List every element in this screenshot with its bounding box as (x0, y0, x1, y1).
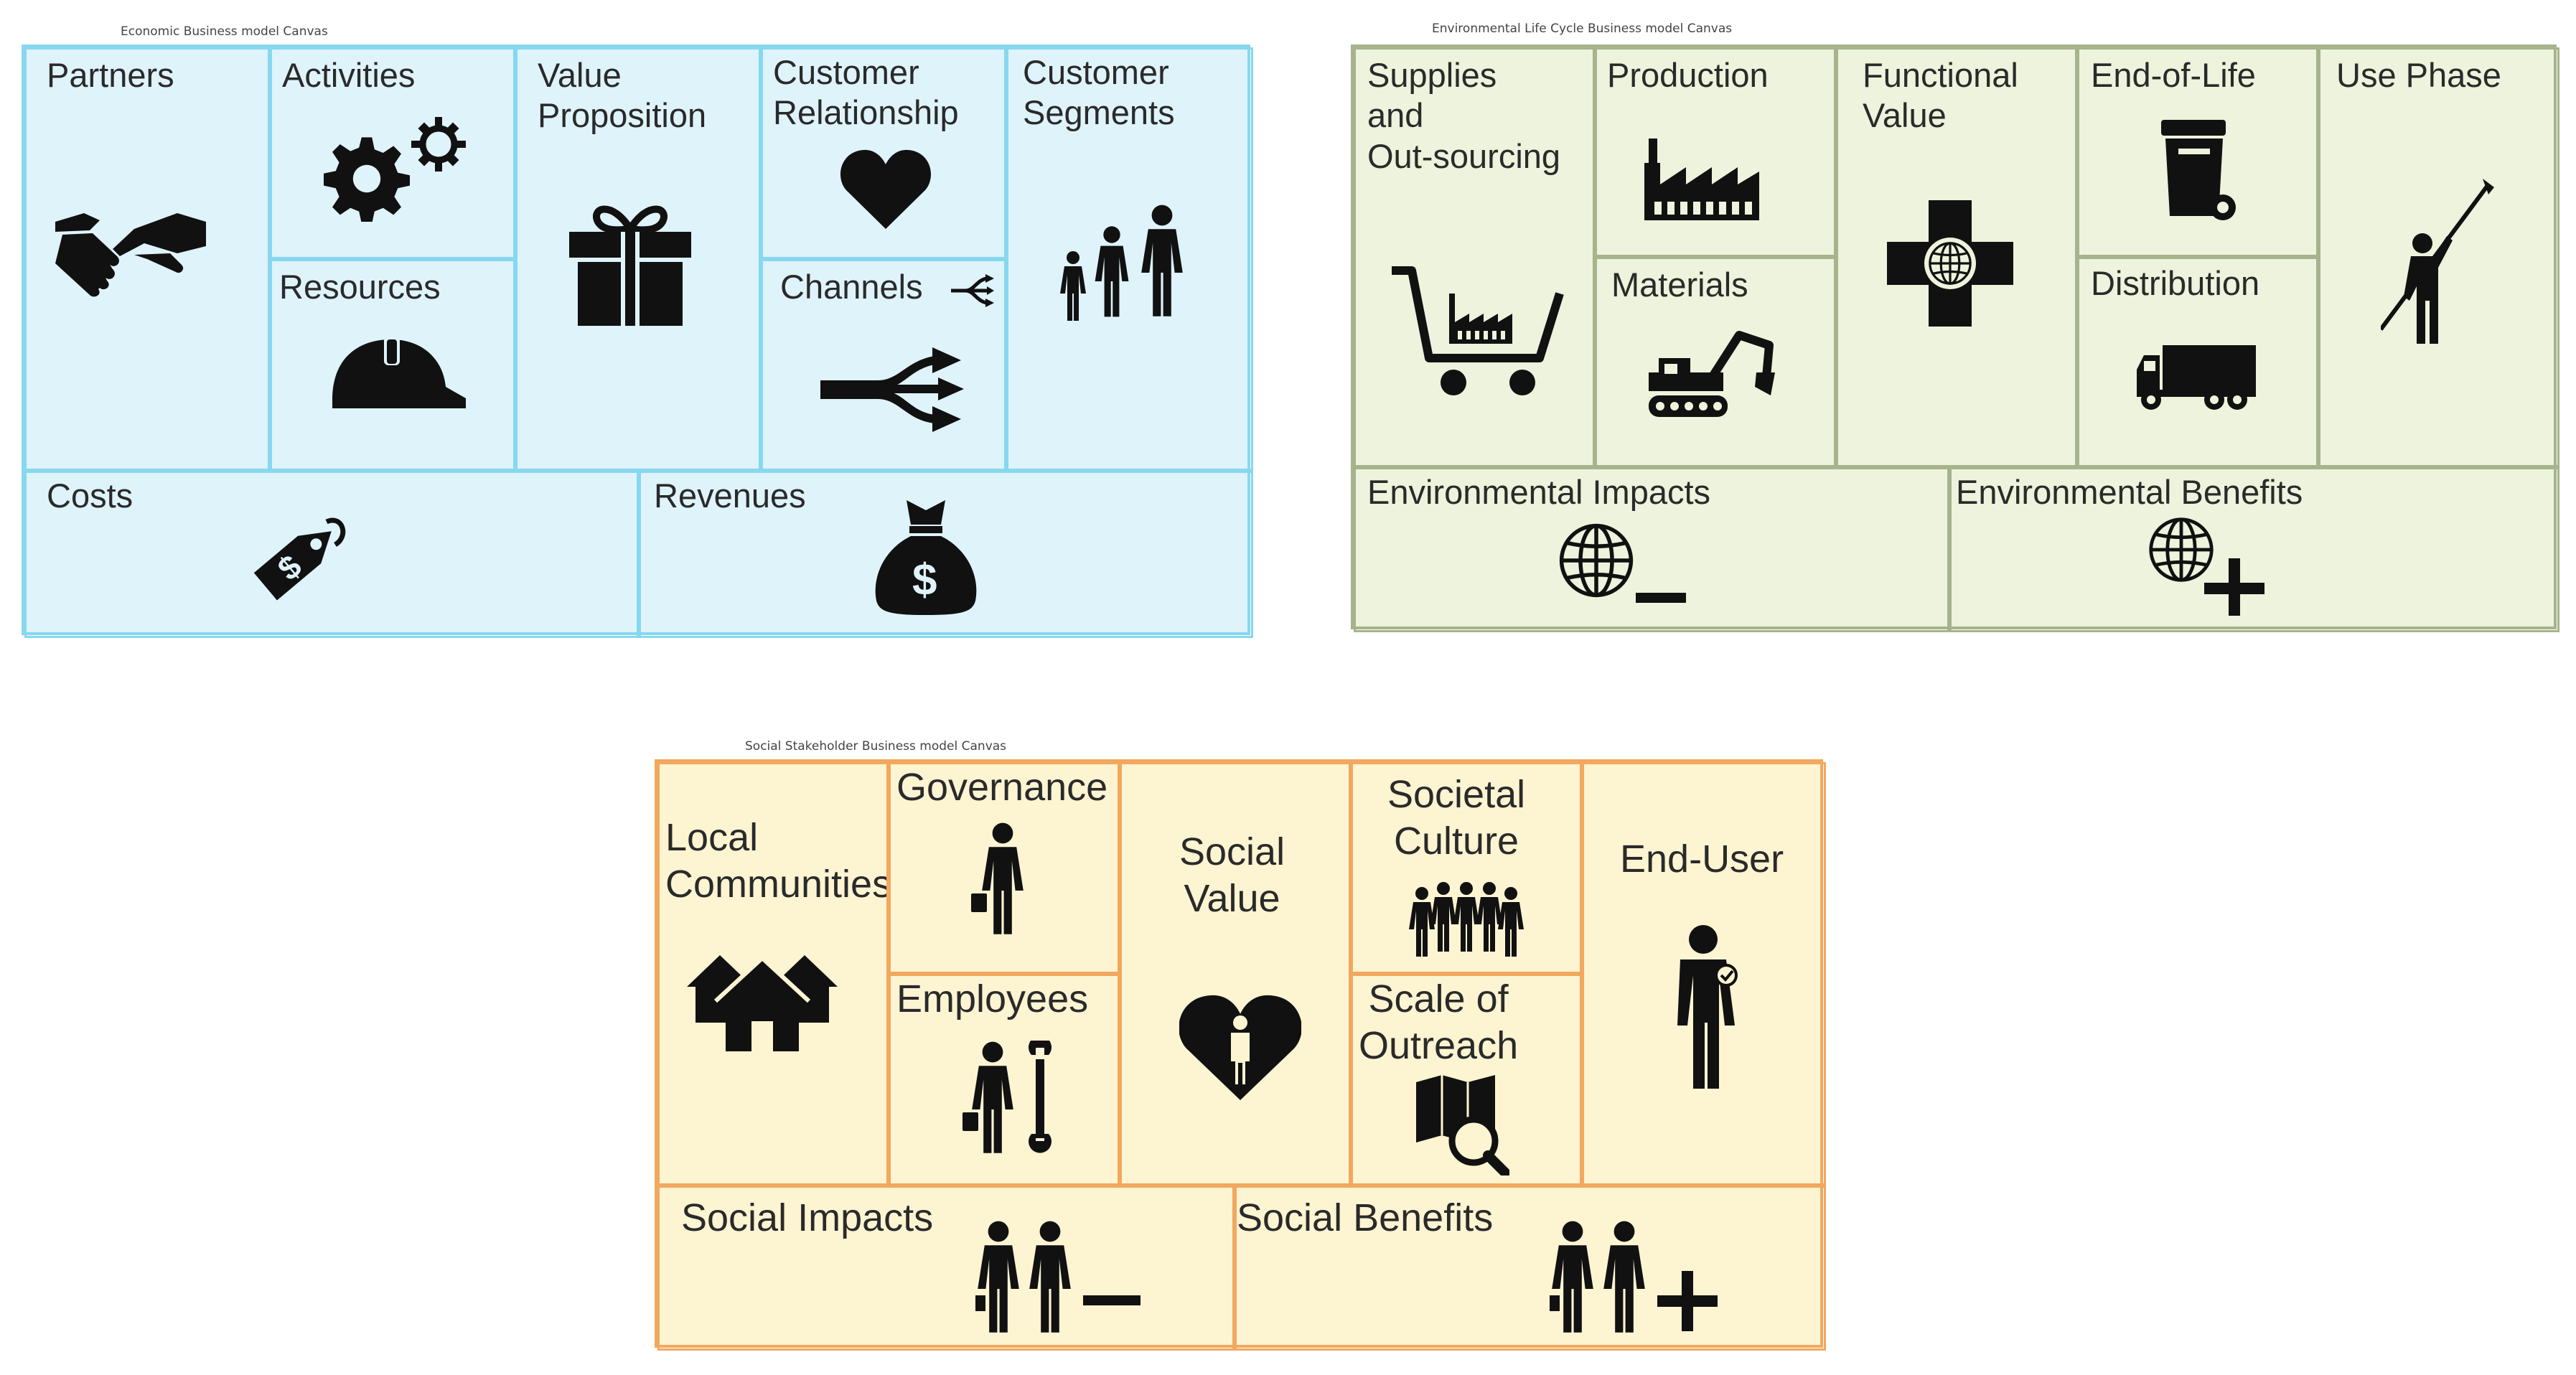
cell-label: Revenues (654, 477, 806, 515)
cell-label: Environmental Benefits (1956, 473, 2303, 511)
cell-label: Distribution (2091, 264, 2260, 302)
cell-label: Functional Value (1863, 56, 2018, 135)
money-bag-icon: $ (872, 500, 980, 615)
handshake-icon (55, 193, 206, 301)
cell-employees[interactable]: Employees (889, 974, 1120, 1186)
factory-icon (1644, 134, 1759, 220)
person-selfie-icon (2381, 179, 2496, 344)
environmental-canvas-title: Environmental Life Cycle Business model … (1432, 22, 1733, 36)
cell-label: End-of-Life (2091, 56, 2256, 94)
worker-wrench-icon (963, 1041, 1056, 1155)
cell-label: Scale of Outreach (1359, 977, 1519, 1067)
cell-governance[interactable]: Governance (889, 762, 1120, 974)
trash-bin-icon (2160, 120, 2239, 220)
truck-icon (2137, 345, 2256, 410)
cell-societal-culture[interactable]: Societal Culture (1351, 762, 1582, 974)
hard-hat-icon (322, 337, 466, 416)
small-arrows-icon (951, 274, 994, 307)
cell-label: Production (1607, 56, 1769, 94)
globe-cross-icon (1887, 200, 2013, 327)
family-icon (1059, 200, 1195, 322)
cell-environmental-benefits[interactable]: Environmental Benefits (1949, 467, 2559, 632)
cell-end-user[interactable]: End-User (1582, 762, 1826, 1186)
cell-value-proposition[interactable]: Value Proposition (515, 47, 761, 471)
economic-canvas: Partners Activities (22, 44, 1253, 638)
globe-plus-icon (2147, 515, 2269, 616)
gift-icon (569, 200, 691, 326)
economic-canvas-title: Economic Business model Canvas (121, 24, 328, 39)
cell-end-of-life[interactable]: End-of-Life (2077, 47, 2318, 257)
cell-label: Environmental Impacts (1367, 473, 1711, 511)
cell-label: Value Proposition (538, 56, 707, 135)
group-people-icon (1408, 879, 1525, 958)
cell-production[interactable]: Production (1595, 47, 1836, 257)
cell-label: Governance (896, 766, 1108, 809)
cell-label: Channels (780, 268, 923, 306)
cell-customer-segments[interactable]: Customer Segments (1006, 47, 1253, 471)
cell-partners[interactable]: Partners (24, 47, 270, 471)
cell-label: Employees (896, 977, 1089, 1020)
cell-label: Customer Segments (1023, 53, 1175, 132)
cell-label: End-User (1620, 837, 1784, 881)
cell-label: Materials (1611, 266, 1748, 304)
cell-resources[interactable]: Resources (270, 259, 515, 471)
svg-text:$: $ (912, 555, 937, 605)
excavator-icon (1649, 329, 1775, 423)
heart-person-icon (1179, 992, 1301, 1100)
cell-environmental-impacts[interactable]: Environmental Impacts (1354, 467, 1949, 632)
cell-customer-relationship[interactable]: Customer Relationship (761, 47, 1006, 259)
globe-minus-icon (1557, 521, 1686, 607)
cell-label: Supplies and Out-sourcing (1367, 56, 1561, 175)
cell-label: Partners (47, 56, 174, 94)
heart-icon (840, 149, 931, 229)
environmental-canvas: Supplies and Out-sourcing Production (1351, 44, 2559, 632)
cell-social-value[interactable]: Social Value (1120, 762, 1351, 1186)
cell-functional-value[interactable]: Functional Value (1836, 47, 2077, 467)
map-magnifier-icon (1416, 1075, 1509, 1175)
social-canvas: Local Communities Governance (655, 759, 1826, 1351)
shopping-cart-factory-icon (1392, 265, 1564, 398)
cell-label: Use Phase (2336, 56, 2501, 94)
cell-local-communities[interactable]: Local Communities (657, 762, 889, 1186)
cell-label: Local Communities (665, 816, 889, 906)
cell-distribution[interactable]: Distribution (2077, 257, 2318, 467)
cell-label: Social Value (1179, 830, 1285, 920)
cell-label: Customer Relationship (773, 53, 959, 132)
cell-label: Costs (47, 477, 134, 515)
cell-label: Societal Culture (1387, 773, 1526, 863)
social-canvas-title: Social Stakeholder Business model Canvas (745, 739, 1007, 754)
gears-icon (324, 114, 467, 229)
person-check-icon (1667, 924, 1746, 1089)
handshake-plus-icon (1550, 1216, 1722, 1338)
cell-use-phase[interactable]: Use Phase (2318, 47, 2559, 467)
cell-scale-of-outreach[interactable]: Scale of Outreach (1351, 974, 1582, 1186)
cell-channels[interactable]: Channels (761, 259, 1006, 471)
cell-social-benefits[interactable]: Social Benefits (1235, 1186, 1826, 1351)
price-tag-icon: $ (242, 507, 350, 615)
cell-label: Social Impacts (681, 1196, 934, 1239)
cell-materials[interactable]: Materials (1595, 257, 1836, 467)
cell-social-impacts[interactable]: Social Impacts (657, 1186, 1235, 1351)
branching-arrows-icon (820, 346, 964, 432)
cell-costs[interactable]: Costs $ (24, 471, 639, 638)
handshake-minus-icon (975, 1216, 1141, 1338)
cell-revenues[interactable]: Revenues $ (639, 471, 1253, 638)
cell-supplies[interactable]: Supplies and Out-sourcing (1354, 47, 1595, 467)
cell-activities[interactable]: Activities (270, 47, 515, 259)
houses-icon (687, 944, 838, 1051)
cell-label: Resources (279, 268, 441, 306)
businessman-icon (971, 822, 1031, 937)
cell-label: Social Benefits (1237, 1196, 1494, 1239)
cell-label: Activities (282, 56, 416, 94)
